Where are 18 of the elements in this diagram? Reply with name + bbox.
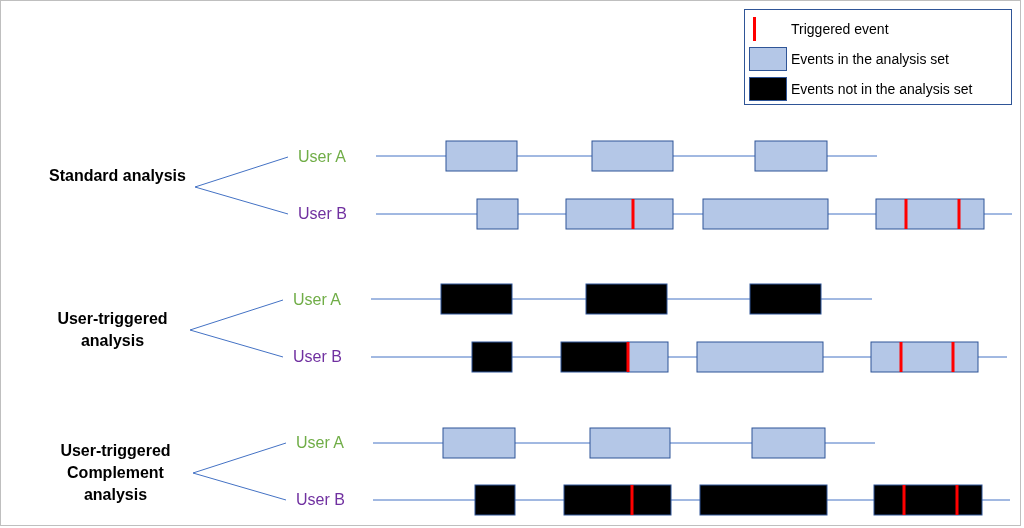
user-label: User B	[283, 346, 355, 368]
connector-line	[192, 442, 287, 474]
user-label: User B	[288, 203, 360, 225]
connector-line	[189, 299, 284, 331]
connector-line	[194, 156, 289, 188]
legend-text: Events in the analysis set	[791, 50, 949, 68]
section-label: Standard analysis	[40, 165, 195, 209]
user-label: User A	[288, 146, 360, 168]
connector-line	[189, 329, 284, 358]
user-label: User A	[283, 289, 355, 311]
user-label: User A	[286, 432, 358, 454]
section-label: User-triggered Complement analysis	[38, 440, 193, 506]
legend-text: Triggered event	[791, 20, 889, 38]
section-label: User-triggered analysis	[35, 308, 190, 352]
legend-text: Events not in the analysis set	[791, 80, 973, 98]
connector-line	[194, 186, 289, 215]
user-label: User B	[286, 489, 358, 511]
connector-line	[192, 472, 287, 501]
